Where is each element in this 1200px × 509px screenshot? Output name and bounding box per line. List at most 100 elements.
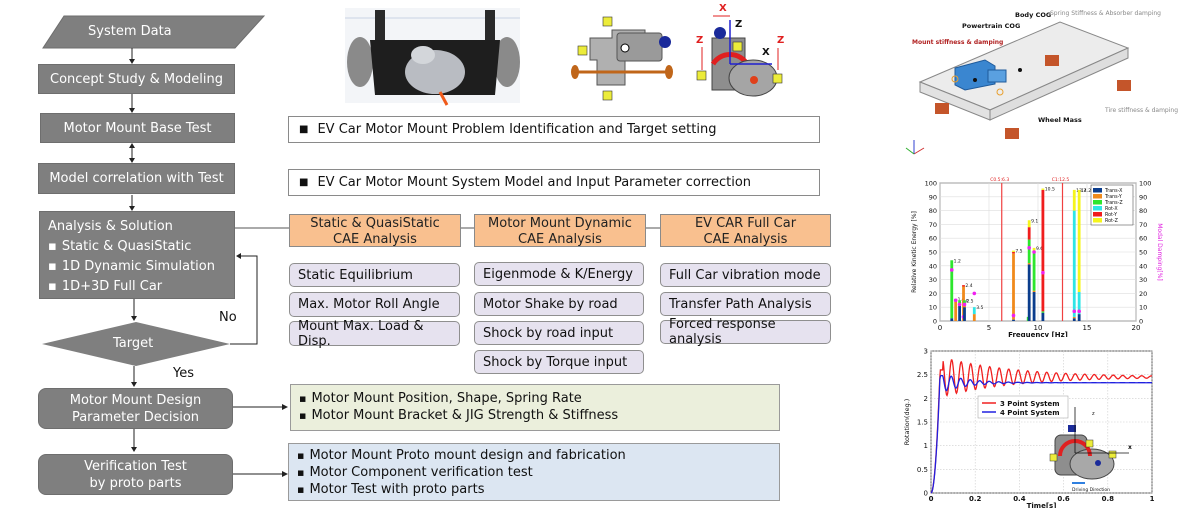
mode-frequency-label: 10.5 <box>1045 187 1055 193</box>
critical-frequency-label: C1:12.5 <box>1052 177 1070 183</box>
mode-frequency-label: 1.2 <box>954 258 961 264</box>
cae-item: Static Equilibrium <box>289 263 460 287</box>
x-tick-label: 0.2 <box>969 495 982 503</box>
label-powertrain-cog: Powertrain COG <box>962 22 1020 30</box>
arrow-head <box>236 253 241 259</box>
bar-segment-rot-y <box>962 285 965 287</box>
body-slab-front <box>989 47 1129 121</box>
arrow-head <box>282 404 288 410</box>
analysis-title: Analysis & Solution <box>48 219 173 234</box>
mount-illustrations: X Z Z Z X <box>345 3 784 106</box>
arrow-head <box>129 158 135 163</box>
cae-item: Eigenmode & K/Energy <box>474 262 644 286</box>
bar-segment-rot-y <box>1027 227 1031 240</box>
bar-segment-trans-y <box>954 300 958 321</box>
y2-tick-label: 90 <box>1139 193 1147 201</box>
cae-item: Transfer Path Analysis <box>660 292 831 316</box>
wheel-mass <box>1117 80 1131 91</box>
bar-segment-rot-z <box>1027 220 1031 228</box>
inset-mount-pad <box>1108 450 1117 459</box>
bar-segment-rot-y <box>1012 252 1015 254</box>
legend-label: 3 Point System <box>1000 400 1060 408</box>
y-tick-label: 60 <box>929 235 937 243</box>
modal-damping-marker <box>972 291 977 296</box>
verification-output-item: Motor Component verification test <box>297 464 771 481</box>
bar-segment-trans-x <box>1072 318 1076 321</box>
design-parameter-line2: Parameter Decision <box>71 409 200 425</box>
arrow-head <box>129 206 135 211</box>
y2-tick-label: 100 <box>1139 180 1151 188</box>
bar-segment-rot-z <box>1077 189 1081 293</box>
arrow-head <box>129 59 135 64</box>
cae-header-line: CAE Analysis <box>703 232 788 247</box>
x-tick-label: 0 <box>929 495 934 503</box>
series-line-four-point <box>930 374 1152 494</box>
legend-label: Rot-X <box>1105 206 1118 212</box>
bar-segment-trans-x <box>1077 314 1081 321</box>
x-tick-label: 0.4 <box>1013 495 1026 503</box>
x-tick-label: 0 <box>938 324 942 332</box>
label-tire-stiffness: Tire stiffness & damping <box>1104 107 1178 114</box>
verification-outputs-box: Motor Mount Proto mount design and fabri… <box>288 443 780 501</box>
legend-swatch <box>1093 200 1102 205</box>
legend-swatch <box>1093 188 1102 193</box>
y-tick-label: 1.5 <box>917 419 928 427</box>
mount-front-view-diagram: X Z Z Z X <box>696 3 784 97</box>
arrow-head <box>129 108 135 113</box>
cae-header-line: Motor Mount Dynamic <box>488 216 632 231</box>
y-tick-label: 70 <box>929 221 937 229</box>
mode-frequency-label: 7.5 <box>1015 249 1022 255</box>
cae-header-line: EV CAR Full Car <box>694 216 797 231</box>
verification-test-box: Verification Test by proto parts <box>38 454 233 495</box>
inset-mount-pad <box>1085 439 1094 448</box>
target-decision-label: Target <box>113 336 154 351</box>
y-tick-label: 0.5 <box>917 466 928 474</box>
x-axis-label: Time[s] <box>1027 502 1057 508</box>
mode-frequency-label: 13.7 <box>1076 188 1086 194</box>
model-correction-box: ■ EV Car Motor Mount System Model and In… <box>288 169 820 196</box>
legend-swatch <box>1093 206 1102 211</box>
y-tick-label: 50 <box>929 249 937 257</box>
legend-label: Trans-Z <box>1104 200 1123 206</box>
bar-segment-rot-x <box>1072 210 1076 317</box>
powertrain-motor <box>987 69 1007 83</box>
cae-item: Forced response analysis <box>660 317 831 347</box>
cae-item: Motor Shake by road <box>474 292 644 316</box>
bar-segment-trans-x <box>1032 292 1036 321</box>
inset-mount-marker <box>1068 425 1076 432</box>
cae-item: Shock by Torque input <box>474 350 644 374</box>
axis-triad-y <box>905 147 915 155</box>
cae-header-line: CAE Analysis <box>333 232 417 247</box>
analysis-item: 1D Dynamic Simulation <box>48 257 226 277</box>
y2-tick-label: 50 <box>1139 249 1147 257</box>
legend-label: Rot-Y <box>1105 212 1117 218</box>
y-tick-label: 20 <box>929 290 937 298</box>
bar-segment-trans-y <box>1032 290 1036 293</box>
legend-label: Rot-Z <box>1105 218 1119 224</box>
x-tick-label: 0.8 <box>1102 495 1115 503</box>
body-cog-marker <box>1018 68 1022 72</box>
analysis-solution-box: Analysis & Solution Static & QuasiStatic… <box>39 211 235 314</box>
bar-segment-trans-x <box>1027 264 1031 321</box>
full-car-model-diagram: Body COG Powertrain COG Mount stiffness … <box>905 10 1178 155</box>
bar-segment-trans-x <box>1041 312 1045 321</box>
x-tick-label: 10 <box>1034 324 1043 332</box>
bar-segment-rot-z <box>1072 189 1076 211</box>
legend-swatch <box>1093 194 1102 199</box>
bar-segment-trans-x <box>963 307 966 321</box>
cae-header-line: Static & QuasiStatic <box>310 216 440 231</box>
bar-segment-trans-y <box>1072 316 1076 319</box>
label-body-cog: Body COG <box>1015 11 1051 19</box>
bullet-icon: ■ <box>299 124 309 135</box>
design-output-item: Motor Mount Position, Shape, Spring Rate <box>299 390 771 407</box>
problem-identification-box: ■ EV Car Motor Mount Problem Identificat… <box>288 116 820 143</box>
mount-spring <box>996 88 1004 96</box>
system-data-shape <box>42 15 266 49</box>
y-tick-label: 0 <box>933 318 937 326</box>
y-axis-label: Relative Kinetic Energy [%] <box>911 211 918 293</box>
motor-subframe-photo <box>345 8 520 106</box>
axis-x-label: X <box>719 3 727 14</box>
modal-damping-marker <box>957 302 962 307</box>
